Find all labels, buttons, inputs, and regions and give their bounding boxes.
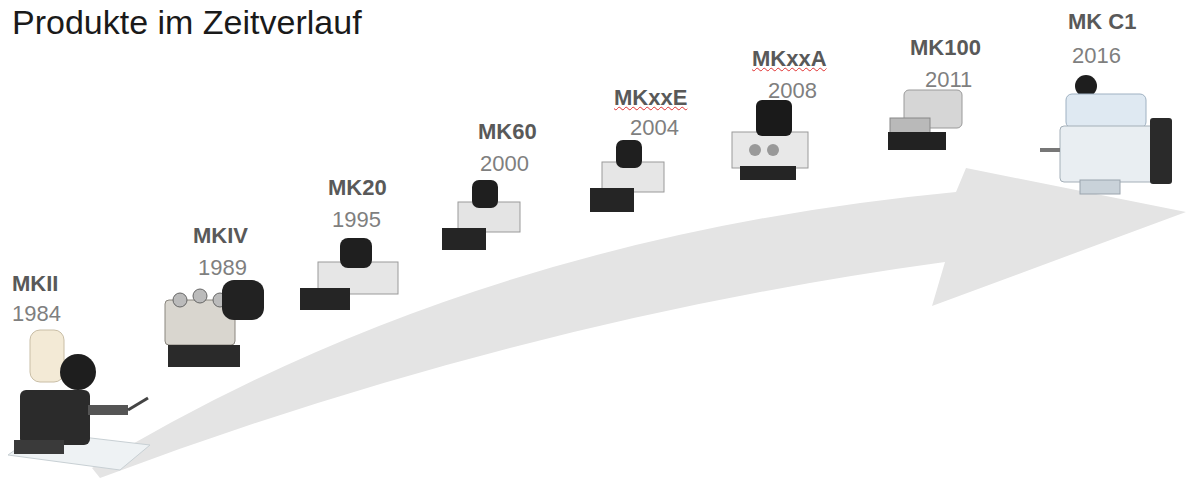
timeline-arrow xyxy=(92,168,1186,478)
product-year: 2000 xyxy=(480,152,529,176)
mk-c1-unit xyxy=(1040,75,1172,194)
mkxxe-unit xyxy=(590,140,664,212)
product-name: MK60 xyxy=(478,120,537,144)
mk60-unit xyxy=(442,180,520,250)
product-year: 1995 xyxy=(332,208,381,232)
product-name: MKIV xyxy=(193,224,248,248)
product-name: MK20 xyxy=(328,176,387,200)
product-name: MK C1 xyxy=(1068,10,1136,34)
mk100-unit xyxy=(888,90,962,150)
product-name: MKxxA xyxy=(752,47,827,71)
product-name: MKII xyxy=(12,272,58,296)
product-year: 2008 xyxy=(768,79,817,103)
product-year: 1989 xyxy=(198,256,247,280)
product-year: 2011 xyxy=(925,68,972,92)
product-year: 1984 xyxy=(12,302,61,326)
mk20-unit xyxy=(300,238,398,310)
product-name: MKxxE xyxy=(614,86,687,110)
product-name: MK100 xyxy=(910,36,981,60)
mkxxa-unit xyxy=(732,100,808,180)
mkiv-unit xyxy=(165,280,264,367)
product-year: 2016 xyxy=(1072,44,1121,68)
mkii-unit xyxy=(8,330,150,470)
slide-title: Produkte im Zeitverlauf xyxy=(12,4,362,41)
product-year: 2004 xyxy=(630,116,679,140)
